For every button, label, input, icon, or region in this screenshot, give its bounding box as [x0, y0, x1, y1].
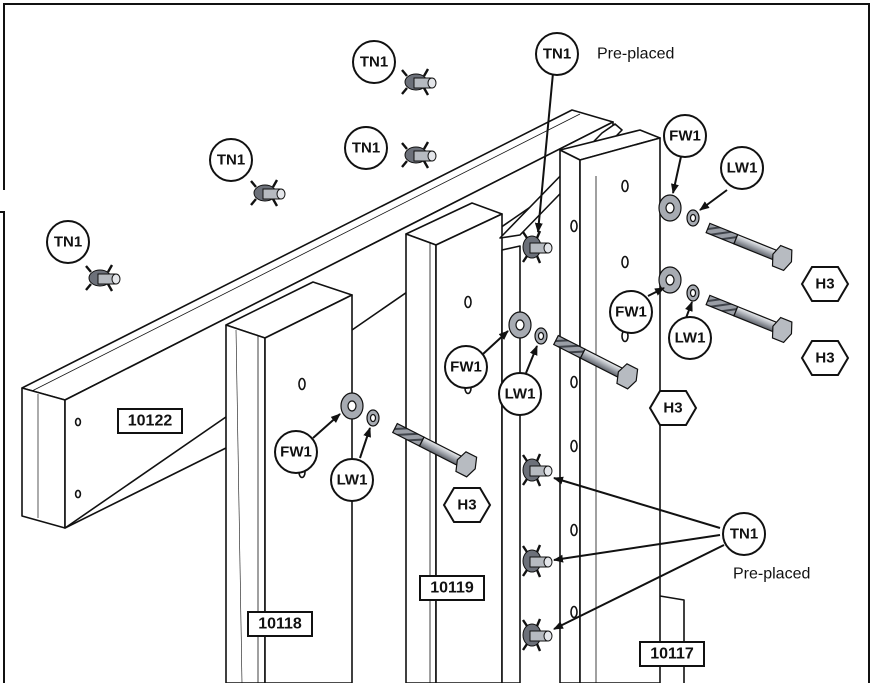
callout-h3-b	[648, 390, 698, 426]
lock-washer-3	[686, 209, 700, 227]
part-number-10119: 10119	[430, 580, 474, 597]
hex-bolt-4	[705, 294, 793, 344]
callout-tn1-4	[344, 126, 388, 170]
note-preplaced-top: Pre-placed	[597, 46, 674, 63]
callout-tn1-3	[352, 40, 396, 84]
callout-fw1-c	[663, 114, 707, 158]
text-lw1-c: LW1	[727, 160, 758, 177]
leader-arrows	[312, 72, 728, 630]
callout-lw1-a	[330, 458, 374, 502]
callout-tn1-5	[535, 32, 579, 76]
leader-fw1-d	[647, 287, 665, 297]
lock-washer-2	[534, 327, 548, 345]
circle-callouts	[46, 32, 766, 556]
text-lw1-a: LW1	[337, 472, 368, 489]
tnut-7	[522, 544, 553, 578]
text-tn1-4: TN1	[352, 140, 380, 157]
part-box-10119	[419, 575, 485, 601]
tnut-6	[522, 453, 553, 487]
tnut-group	[85, 68, 553, 652]
part-box-10118	[247, 611, 313, 637]
leader-tn1-c	[553, 544, 725, 630]
leader-fw1-c	[671, 151, 683, 194]
frame-border	[0, 3, 870, 683]
text-fw1-b: FW1	[450, 359, 482, 376]
part-number-10122: 10122	[128, 413, 173, 430]
callout-fw1-b	[444, 345, 488, 389]
text-tn1-2: TN1	[217, 152, 245, 169]
lock-washer-1	[366, 409, 380, 427]
leader-fw1-a	[312, 413, 341, 439]
leader-lw1-d	[685, 301, 693, 319]
callout-lw1-d	[668, 316, 712, 360]
text-fw1-c: FW1	[669, 128, 701, 145]
callout-fw1-d	[609, 290, 653, 334]
text-fw1-a: FW1	[280, 444, 312, 461]
part-number-boxes	[117, 408, 705, 667]
text-h3-a: H3	[457, 497, 476, 514]
callout-tn1-2	[209, 138, 253, 182]
hex-bolt-3	[705, 222, 793, 272]
text-h3-c: H3	[815, 276, 834, 293]
text-fw1-d: FW1	[615, 304, 647, 321]
part-box-10117	[639, 641, 705, 667]
tnut-1	[85, 264, 121, 292]
callout-lw1-b	[498, 372, 542, 416]
callout-h3-a	[442, 487, 492, 523]
callout-lw1-c	[720, 146, 764, 190]
leader-lw1-c	[699, 189, 728, 211]
callout-h3-c	[800, 266, 850, 302]
part-box-10122	[117, 408, 183, 434]
flat-washer-1	[340, 392, 364, 420]
flat-washer-group	[340, 194, 682, 420]
leader-tn1-b	[553, 534, 721, 563]
leader-fw1-b	[482, 330, 509, 355]
leader-lw1-a	[359, 427, 371, 459]
text-tn1-6: TN1	[730, 526, 758, 543]
tnut-3	[401, 68, 437, 96]
part-number-10118: 10118	[258, 616, 302, 633]
part-number-10117: 10117	[650, 646, 694, 663]
lock-washer-group	[366, 209, 700, 427]
flat-washer-2	[508, 311, 532, 339]
callout-tn1-1	[46, 220, 90, 264]
flat-washer-4	[658, 266, 682, 294]
text-lw1-d: LW1	[675, 330, 706, 347]
text-tn1-3: TN1	[360, 54, 388, 71]
hex-bolt-group	[391, 222, 793, 478]
callout-fw1-a	[274, 430, 318, 474]
flat-washer-3	[658, 194, 682, 222]
text-h3-d: H3	[815, 350, 834, 367]
note-preplaced-bottom: Pre-placed	[733, 566, 810, 583]
tnut-8	[522, 618, 553, 652]
leader-tn1-a	[553, 476, 721, 529]
hex-bolt-1	[391, 422, 478, 478]
tnut-5	[522, 230, 553, 264]
leader-lw1-b	[525, 345, 538, 374]
hex-bolt-2	[552, 334, 639, 390]
text-tn1-1: TN1	[54, 234, 82, 251]
tnut-2	[250, 179, 286, 207]
text-h3-b: H3	[663, 400, 682, 417]
callout-h3-d	[800, 340, 850, 376]
callout-tn1-6	[722, 512, 766, 556]
post-10119	[405, 202, 503, 684]
leader-tn1-top	[534, 72, 554, 233]
callout-texts: TN1 TN1 TN1 TN1 TN1 TN1 FW1 FW1 FW1 FW1 …	[54, 46, 835, 663]
text-lw1-b: LW1	[505, 386, 536, 403]
lock-washer-4	[686, 284, 700, 302]
text-tn1-5: TN1	[543, 46, 571, 63]
hex-callouts	[442, 266, 850, 523]
tnut-4	[401, 141, 437, 169]
